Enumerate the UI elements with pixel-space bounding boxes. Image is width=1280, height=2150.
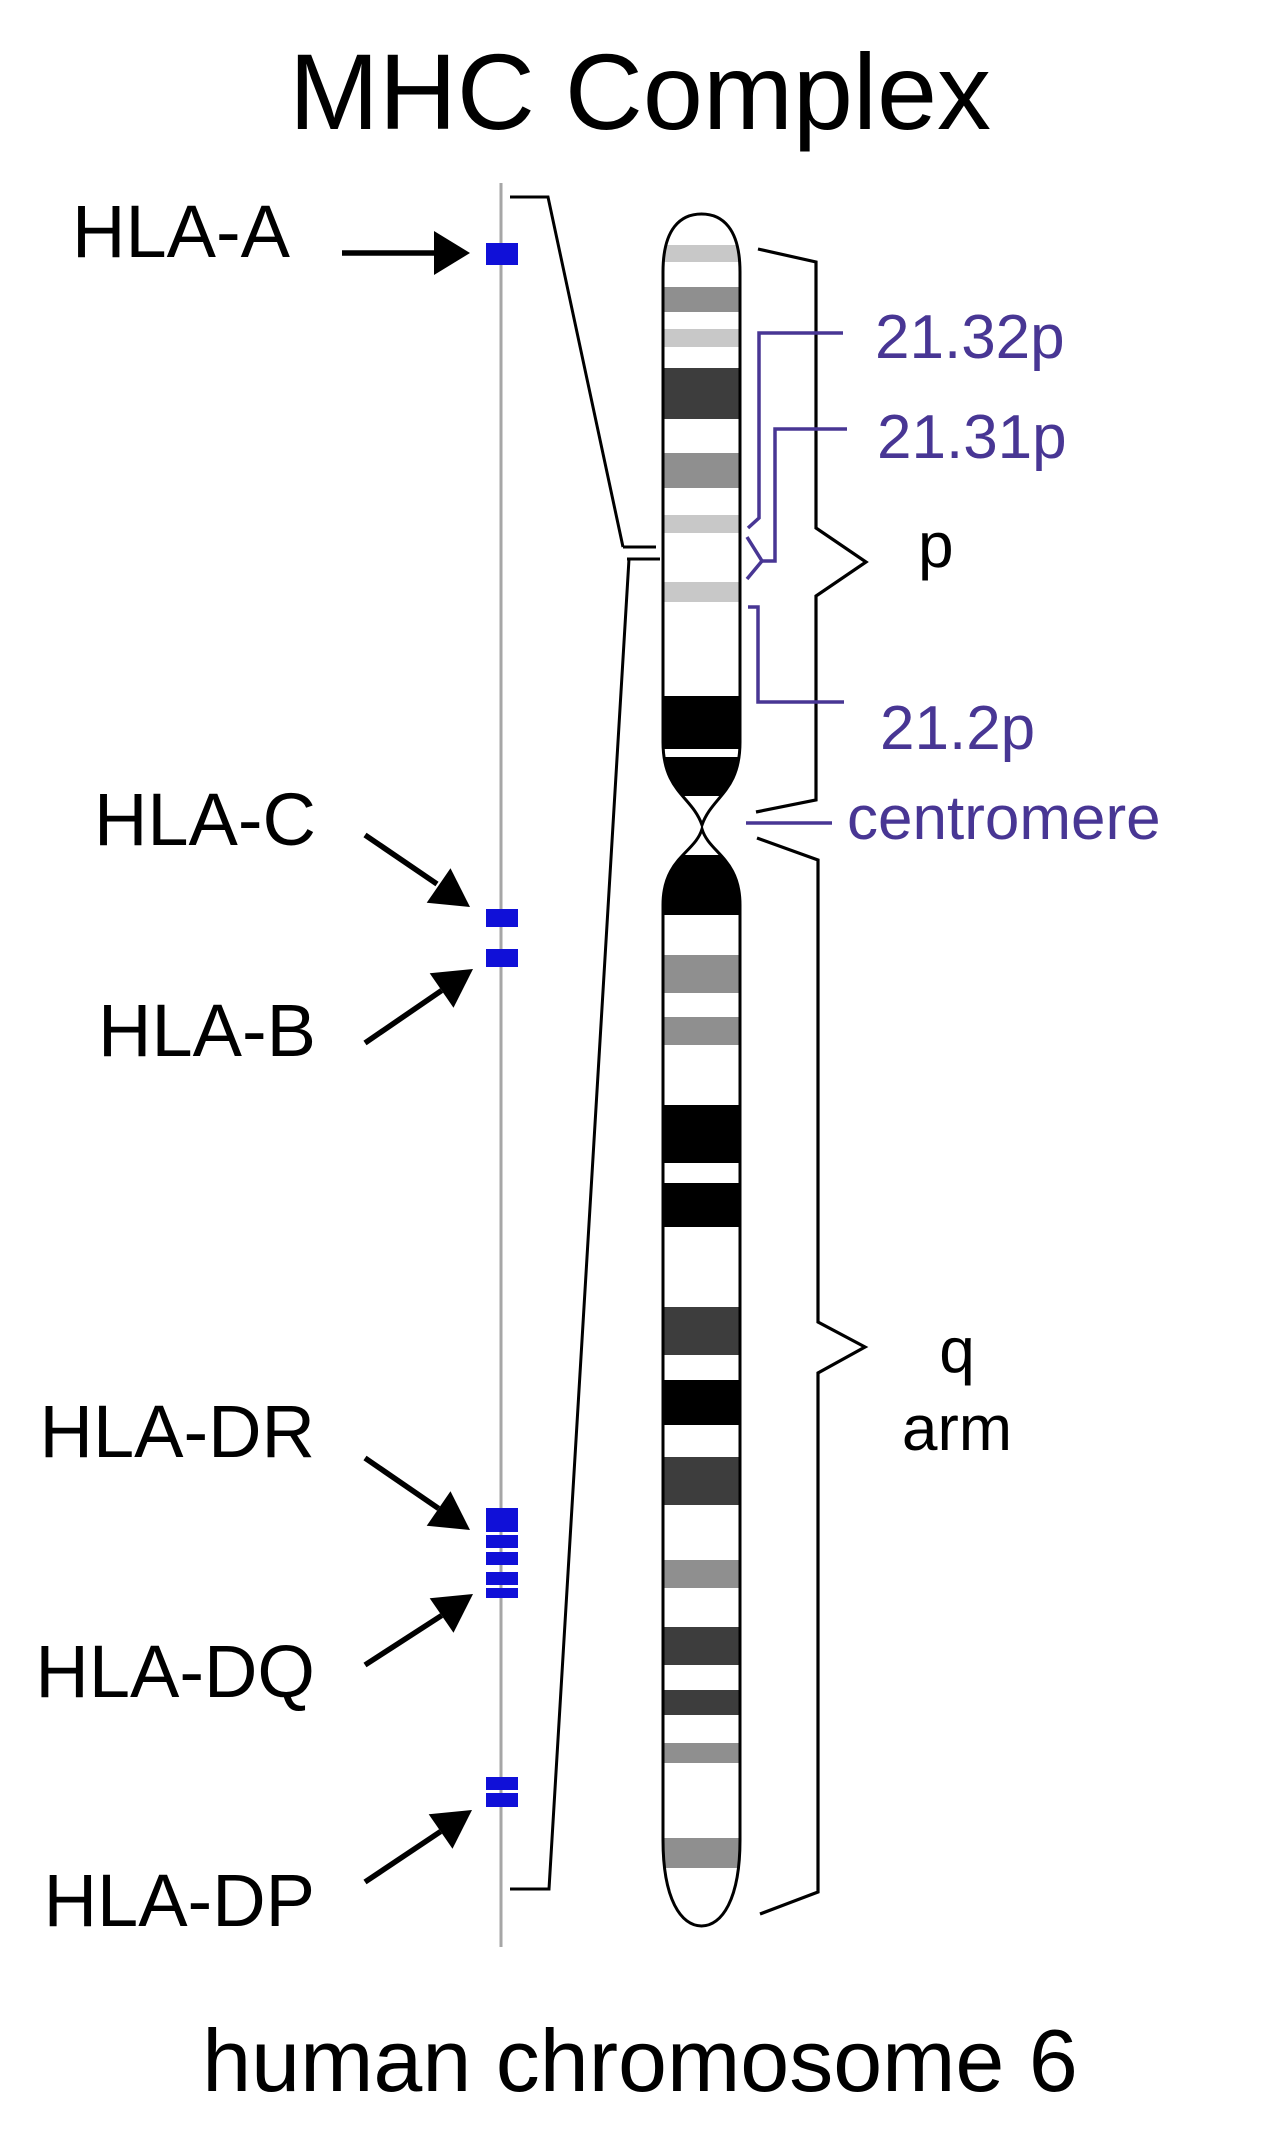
arm-braces xyxy=(755,247,869,1916)
chromosome-band xyxy=(663,1380,740,1425)
arrow-icon-hla-dr xyxy=(363,1455,470,1530)
chromosome-band xyxy=(663,1627,740,1665)
arrow-icon-hla-dq xyxy=(363,1594,473,1668)
q-arm-brace xyxy=(756,836,869,1916)
arrow-icon-hla-dp xyxy=(363,1810,472,1885)
chromosome-band xyxy=(663,1105,740,1163)
chromosome-band xyxy=(663,582,740,602)
chromosome-band xyxy=(663,696,740,749)
band-label-21-31p: 21.31p xyxy=(877,403,1067,472)
p-arm-label: p xyxy=(918,509,954,581)
chromosome-band xyxy=(663,1017,740,1045)
chromosome-band xyxy=(663,1183,740,1227)
chromosome-band xyxy=(663,1743,740,1763)
zoom-fan-lines xyxy=(510,195,660,1891)
hla-marker xyxy=(486,243,518,265)
pointer-21-32p xyxy=(746,331,843,530)
q-arm-label-line1: q xyxy=(939,1314,975,1386)
chromosome-band xyxy=(663,515,740,533)
chromosome-band xyxy=(663,1307,740,1355)
q-arm-label-line2: arm xyxy=(901,1392,1013,1465)
chromosome-band xyxy=(663,1838,740,1868)
chromosome-band xyxy=(663,453,740,488)
hla-marker xyxy=(486,1508,518,1532)
chromosome-band xyxy=(663,1690,740,1715)
chromosome-band xyxy=(663,955,740,993)
chromosome-band xyxy=(663,245,740,262)
hla-gene-markers xyxy=(486,243,518,1807)
hla-marker xyxy=(486,1777,518,1790)
q-arm-bands xyxy=(663,855,740,1868)
hla-marker xyxy=(486,1535,518,1548)
p-arm-brace xyxy=(755,247,869,814)
gene-label-hla-a: HLA-A xyxy=(72,190,290,273)
pointer-21-31p xyxy=(762,427,847,563)
gene-label-hla-c: HLA-C xyxy=(93,778,316,861)
chromosome-outline xyxy=(661,212,742,1928)
hla-marker xyxy=(486,1793,518,1807)
arrow-icon-hla-a xyxy=(342,231,470,275)
chromosome-band xyxy=(663,855,740,915)
chromosome-band xyxy=(663,287,740,312)
gene-label-hla-dp: HLA-DP xyxy=(43,1859,315,1942)
gene-label-hla-dq: HLA-DQ xyxy=(35,1630,315,1713)
gene-label-hla-b: HLA-B xyxy=(98,989,316,1072)
hla-marker xyxy=(486,909,518,927)
chromosome-band xyxy=(663,757,740,796)
band-label-21-2p: 21.2p xyxy=(880,694,1036,763)
pointer-21-2p xyxy=(748,605,844,704)
label-arrows xyxy=(342,231,473,1885)
chromosome-band xyxy=(663,1560,740,1588)
page-title: MHC Complex xyxy=(288,31,992,152)
chromosome-band xyxy=(663,1457,740,1505)
band-label-21-32p: 21.32p xyxy=(875,303,1065,372)
chromosome-band xyxy=(663,368,740,419)
chromosome-band xyxy=(663,329,740,347)
diagram-caption: human chromosome 6 xyxy=(202,2011,1078,2110)
centromere-label: centromere xyxy=(847,784,1161,853)
break-marks xyxy=(623,545,660,561)
hla-marker xyxy=(486,1552,518,1565)
arrow-icon-hla-b xyxy=(363,969,473,1046)
pointer-21-31p-brace xyxy=(745,536,765,581)
p-arm-bands xyxy=(663,245,740,796)
hla-marker xyxy=(486,1572,518,1585)
hla-marker xyxy=(486,1588,518,1598)
arrow-icon-hla-c xyxy=(363,832,470,907)
gene-label-hla-dr: HLA-DR xyxy=(39,1390,315,1473)
hla-marker xyxy=(486,949,518,967)
band-pointers xyxy=(745,331,847,825)
